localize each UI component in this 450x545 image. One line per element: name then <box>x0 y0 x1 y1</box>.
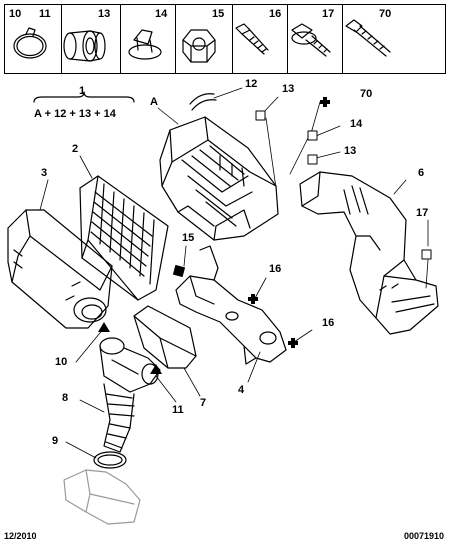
callout-17[interactable]: 17 <box>416 207 429 219</box>
legend-cell-clamp[interactable]: 10 11 <box>5 5 62 73</box>
callout-12[interactable]: 12 <box>245 78 258 90</box>
callout-3[interactable]: 3 <box>41 167 48 179</box>
legend-cell-plug[interactable]: 14 <box>121 5 176 73</box>
nut-marker <box>172 264 186 278</box>
connection-arrow-10 <box>98 322 110 332</box>
kit-brace <box>33 91 135 103</box>
callout-16[interactable]: 16 <box>322 317 335 329</box>
legend-cell-bolt[interactable]: 16 <box>233 5 288 73</box>
callout-14[interactable]: 14 <box>350 118 363 130</box>
kit-formula: A + 12 + 13 + 14 <box>34 108 116 120</box>
callout-A[interactable]: A <box>150 96 158 108</box>
legend-number: 16 <box>269 8 282 20</box>
filled-markers <box>98 97 330 374</box>
intake-duct <box>299 171 439 335</box>
screw-marker-70 <box>320 97 330 107</box>
legend-number: 70 <box>379 8 392 20</box>
callout-4[interactable]: 4 <box>238 384 245 396</box>
kit-number: 1 <box>79 85 86 97</box>
legend-cell-flange-screw[interactable]: 17 <box>288 5 343 73</box>
nut-icon <box>182 29 216 63</box>
callout-11[interactable]: 11 <box>172 404 184 416</box>
legend-cell-grommet[interactable]: 13 <box>62 5 121 73</box>
callout-10[interactable]: 10 <box>55 356 68 368</box>
legend-number: 13 <box>98 8 111 20</box>
callout-13[interactable]: 13 <box>282 83 295 95</box>
footer-date: 12/2010 <box>4 531 37 541</box>
connection-arrow-11 <box>150 364 162 374</box>
plug-icon <box>128 29 162 60</box>
flange-screw-icon <box>291 23 331 57</box>
callout-8[interactable]: 8 <box>62 392 69 404</box>
grommet-icon <box>63 30 106 62</box>
legend-number: 10 <box>9 8 22 20</box>
airflow-sensor <box>99 337 161 393</box>
tube-12 <box>189 93 217 111</box>
legend-number: 15 <box>212 8 225 20</box>
callout-70[interactable]: 70 <box>360 88 373 100</box>
legend-cell-nut[interactable]: 15 <box>176 5 233 73</box>
legend-number: 11 <box>39 8 51 20</box>
hose-clamp <box>93 451 127 469</box>
bolt-icon <box>235 23 269 55</box>
callout-13[interactable]: 13 <box>344 145 357 157</box>
mounting-bracket <box>175 245 287 365</box>
leader-lines <box>39 87 429 459</box>
callout-7[interactable]: 7 <box>200 397 207 409</box>
air-box-lid <box>159 116 279 241</box>
callout-15[interactable]: 15 <box>182 232 195 244</box>
screw-icon <box>345 19 391 57</box>
hose-clamp-icon <box>13 27 47 59</box>
grommet-marker <box>255 110 432 260</box>
bolt-marker-16a <box>248 294 258 304</box>
footer-reference: 00071910 <box>403 531 444 541</box>
bolt-marker-16b <box>288 338 298 348</box>
throttle-body <box>63 469 141 525</box>
callout-16[interactable]: 16 <box>269 263 282 275</box>
legend-number: 14 <box>155 8 168 20</box>
air-filter-element <box>79 175 169 301</box>
air-box-lower <box>7 209 113 329</box>
resonator-box <box>133 305 197 369</box>
intake-hose <box>103 383 135 453</box>
callout-6[interactable]: 6 <box>418 167 425 179</box>
callout-9[interactable]: 9 <box>52 435 59 447</box>
legend-number: 17 <box>322 8 335 20</box>
legend-cell-screw[interactable]: 70 <box>343 5 447 73</box>
parts-legend: 10 11 13 14 15 16 17 70 <box>4 4 446 74</box>
callout-2[interactable]: 2 <box>72 143 79 155</box>
